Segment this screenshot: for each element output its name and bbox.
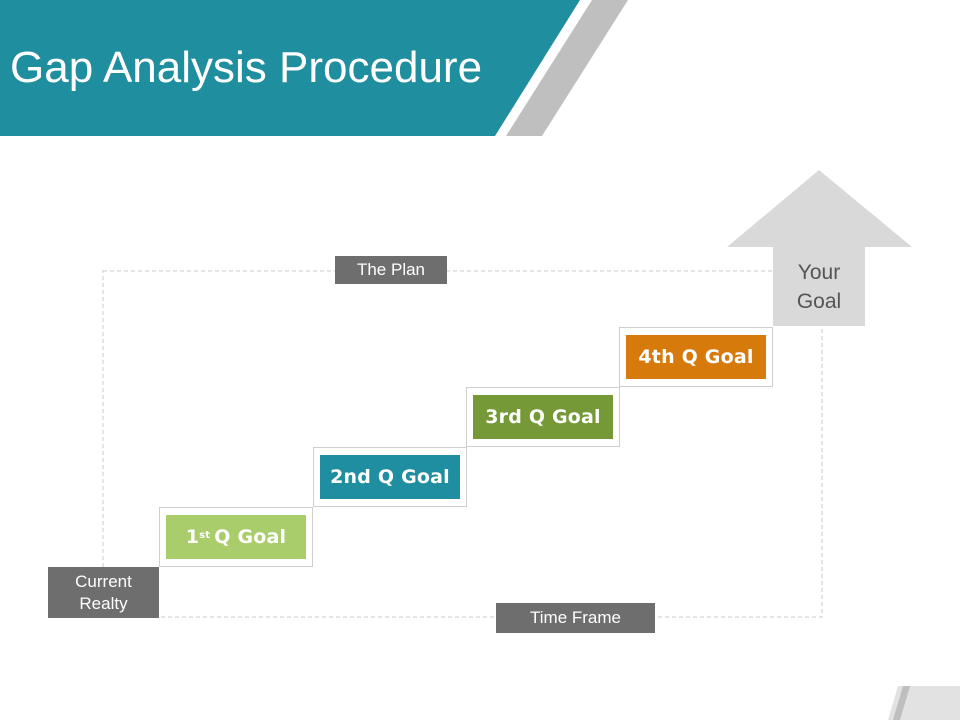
time-frame-label: Time Frame [496,603,655,633]
your-goal-line1: Your [797,261,841,284]
step-4-text: 4th Q Goal [638,346,754,368]
step-1-sup: st [199,529,211,541]
current-realty-line1: Current [75,571,132,591]
page-title: Gap Analysis Procedure [10,43,483,92]
step-3-text: 3rd Q Goal [485,406,601,428]
step-3-goal: 3rd Q Goal [473,395,613,439]
header-band [0,0,580,136]
step-4-goal: 4th Q Goal [626,335,766,379]
your-goal-label: Your Goal [773,258,865,322]
header-stripe [506,0,628,136]
current-realty-label: Current Realty [48,567,159,618]
step-2-goal: 2nd Q Goal [320,455,460,499]
step-1-text: Q Goal [214,526,287,548]
step-3-frame: 3rd Q Goal [466,387,620,447]
step-4-frame: 4th Q Goal [619,327,773,387]
your-goal-line2: Goal [796,290,842,313]
up-arrow-shape [727,170,912,326]
step-1-prefix: 1 [185,526,200,548]
the-plan-label: The Plan [335,256,447,284]
step-2-frame: 2nd Q Goal [313,447,467,507]
time-frame-text: Time Frame [530,608,621,627]
plan-outline [102,270,823,618]
the-plan-text: The Plan [356,260,426,279]
footer-stripe-right [893,686,910,720]
step-2-text: 2nd Q Goal [330,466,450,488]
current-realty-line2: Realty [79,593,128,613]
